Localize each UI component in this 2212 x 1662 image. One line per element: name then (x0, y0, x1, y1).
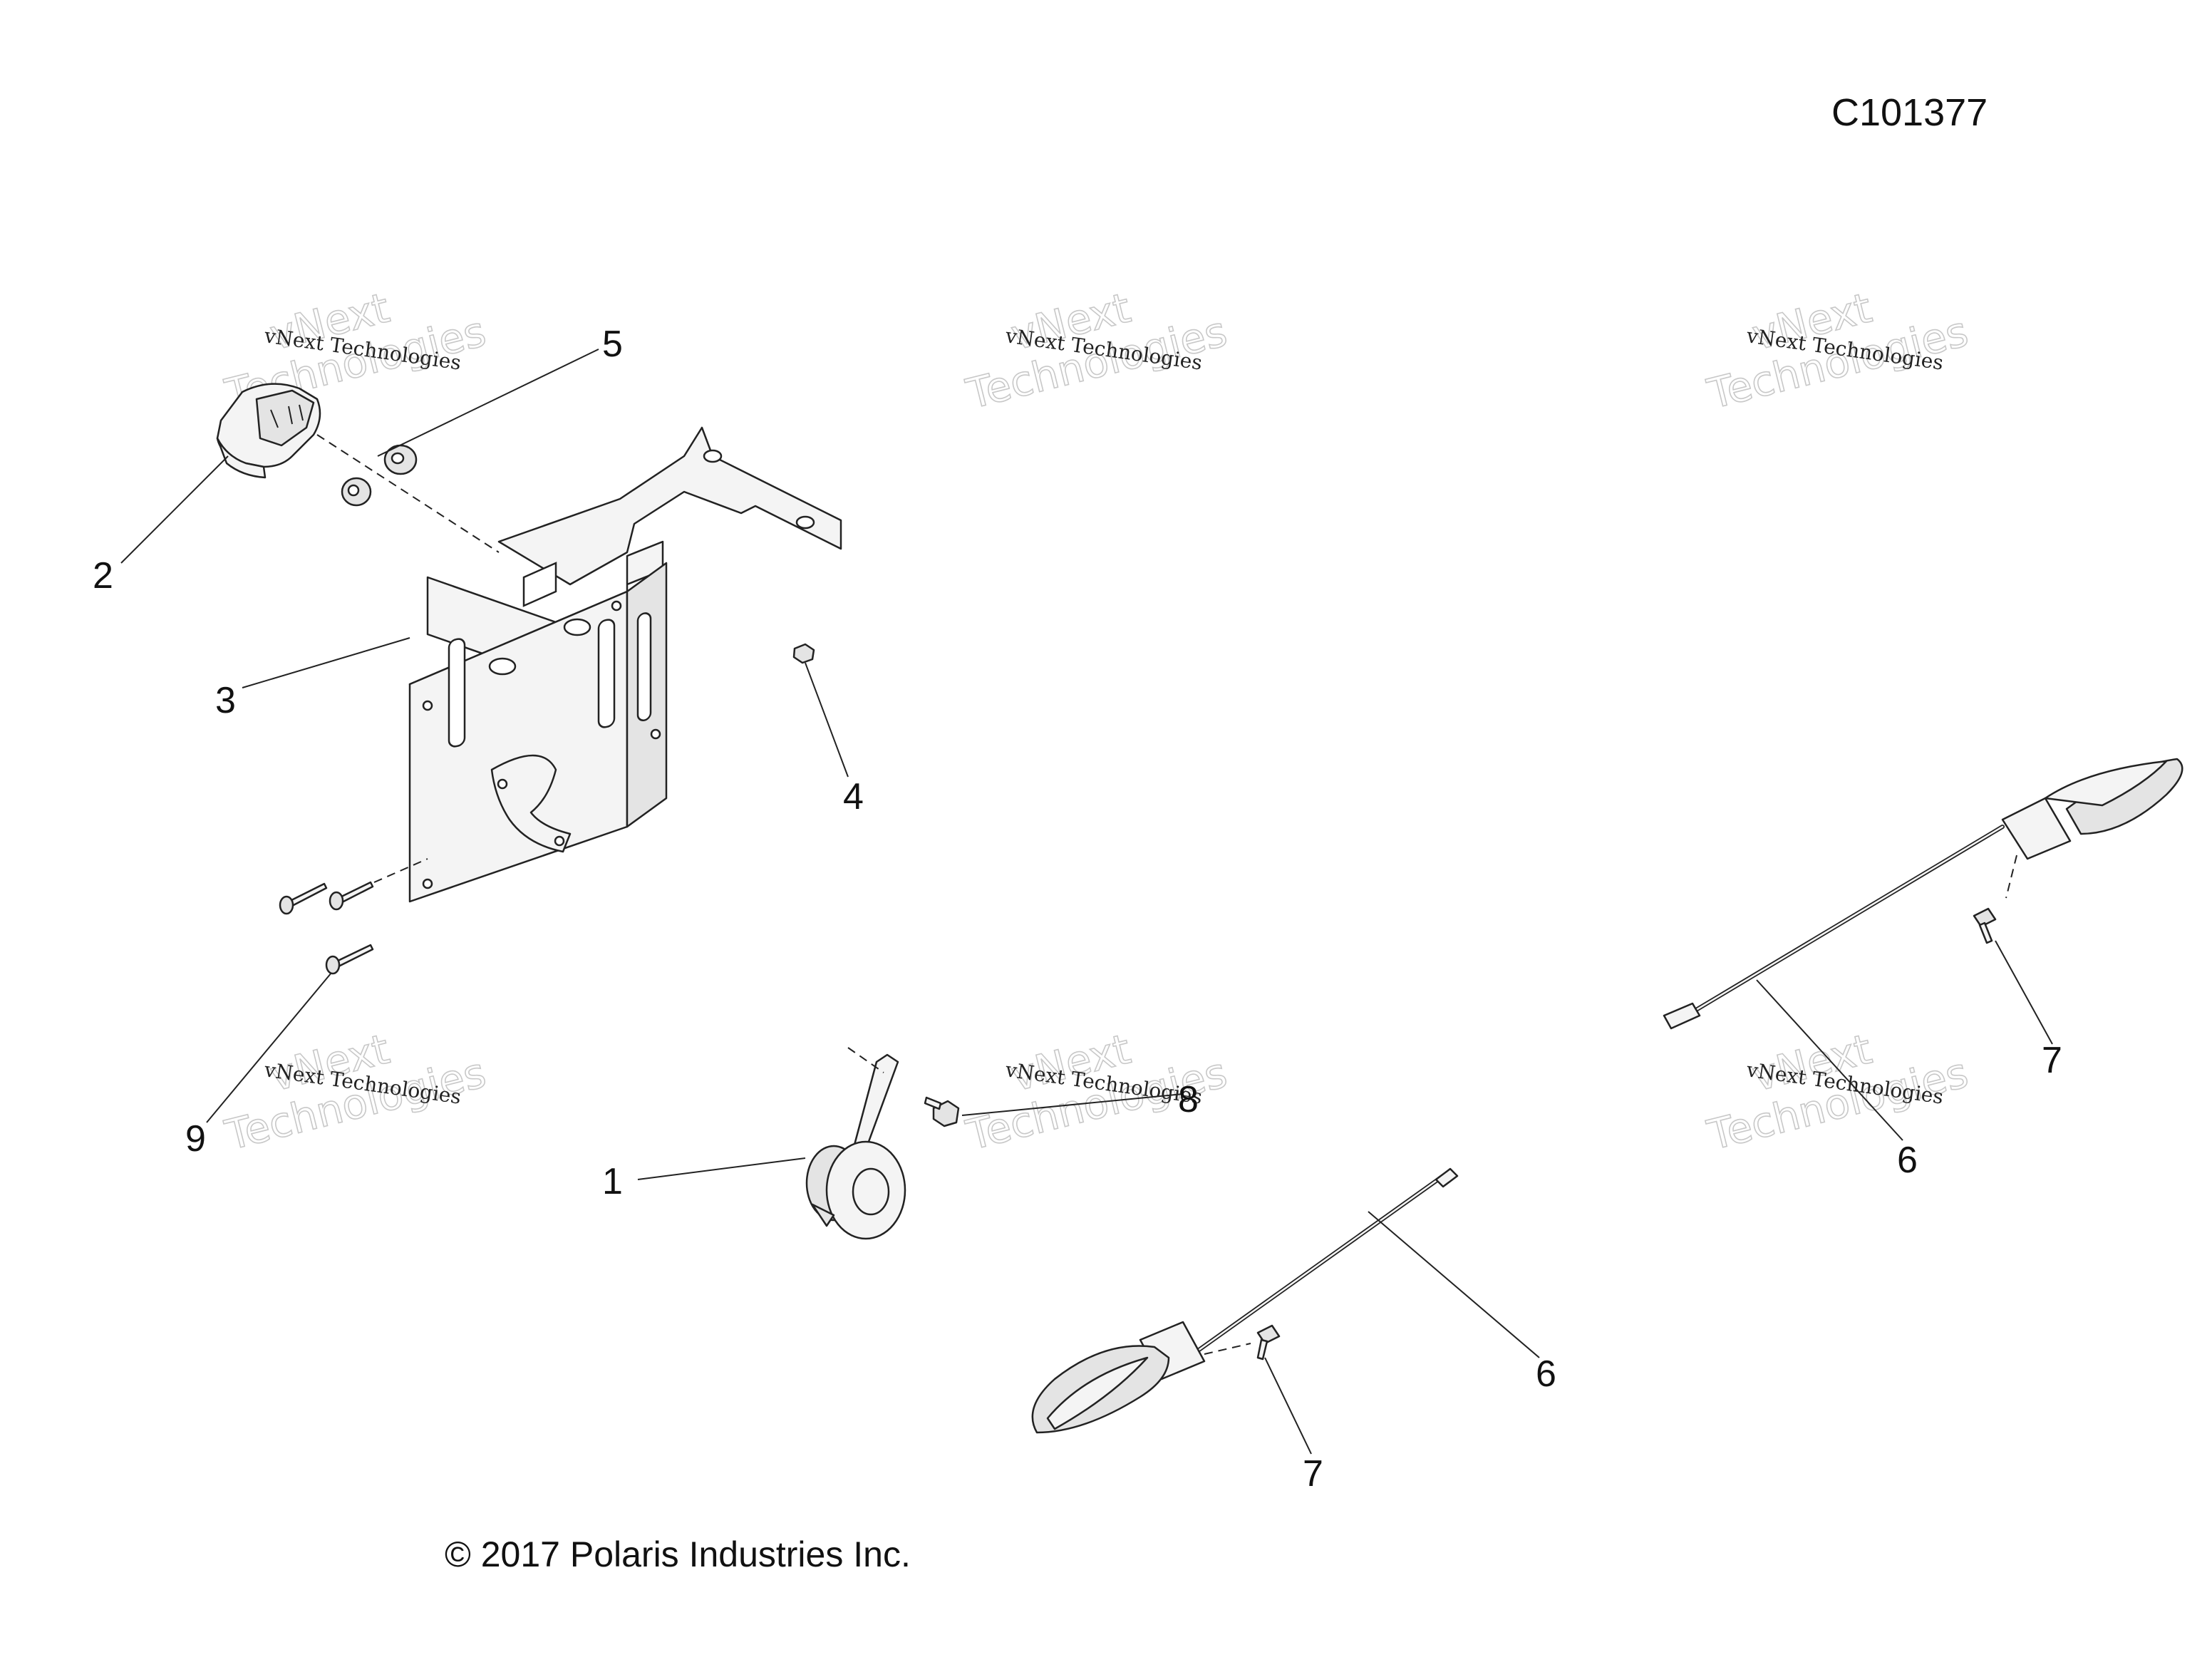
grommet-lower (341, 477, 372, 507)
license-bracket (408, 426, 842, 903)
diagram-code: C101377 (1831, 91, 1988, 134)
assembly-line-screws (373, 858, 428, 883)
callout-8: 8 (1178, 1079, 1199, 1120)
turn-signal-right (1663, 758, 2183, 1030)
callout-4: 4 (843, 776, 864, 817)
turn-signal-left (1031, 1167, 1459, 1434)
callout-2: 2 (93, 555, 113, 597)
flange-nut (924, 1096, 960, 1127)
horn (805, 1053, 906, 1240)
assembly-line-light (316, 434, 500, 553)
callout-6-right: 6 (1897, 1140, 1918, 1181)
assembly-line-signal-right (2005, 855, 2017, 899)
signal-screw-right (1973, 907, 1997, 944)
screw-c (325, 944, 374, 975)
screw-a (279, 882, 328, 915)
leader-lines (120, 349, 2053, 1455)
callout-7-right: 7 (2042, 1040, 2062, 1081)
callout-5: 5 (602, 324, 623, 365)
copyright-notice: © 2017 Polaris Industries Inc. (445, 1534, 911, 1574)
callout-3: 3 (215, 680, 236, 721)
callout-9: 9 (185, 1118, 206, 1160)
assembly-line-signal-left (1204, 1343, 1251, 1355)
license-light (216, 383, 321, 479)
screw-b (329, 881, 374, 911)
callout-7-left: 7 (1303, 1453, 1323, 1495)
signal-screw-left (1256, 1324, 1281, 1361)
nut (792, 643, 815, 664)
callout-1: 1 (602, 1161, 623, 1202)
callout-6-left: 6 (1536, 1353, 1556, 1395)
assembly-line-horn (847, 1047, 884, 1073)
